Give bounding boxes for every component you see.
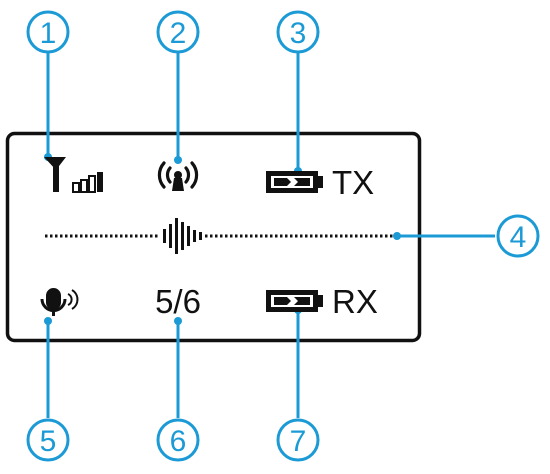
callout-circle-1 [26, 10, 70, 54]
callout-number-5: 5 [40, 425, 57, 458]
callout-number-1: 1 [40, 17, 57, 50]
callout-circle-7 [276, 418, 320, 462]
rx-battery-icon [266, 290, 323, 312]
callout-circle-5 [26, 418, 70, 462]
callout-circle-6 [156, 418, 200, 462]
callout-dot-2 [174, 156, 182, 164]
callout-dot-5 [44, 317, 52, 325]
callout-circle-2 [156, 10, 200, 54]
callout-circle-3 [276, 10, 320, 54]
callout-number-2: 2 [170, 17, 187, 50]
callout-number-7: 7 [290, 425, 307, 458]
channel-indicator: 5/6 [155, 283, 201, 320]
waveform-icon [45, 218, 393, 254]
rx-label: RX [332, 283, 378, 320]
tx-battery-icon [266, 171, 323, 193]
antenna-wifi-icon [157, 161, 199, 191]
microphone-icon [40, 288, 79, 316]
callout-dot-4 [393, 232, 401, 240]
callout-dot-6 [174, 317, 182, 325]
tx-label: TX [332, 164, 374, 201]
callout-circle-4 [496, 214, 540, 258]
signal-bars-icon [44, 157, 103, 193]
callout-number-4: 4 [510, 221, 527, 254]
callout-number-3: 3 [290, 17, 307, 50]
callout-number-6: 6 [170, 425, 187, 458]
